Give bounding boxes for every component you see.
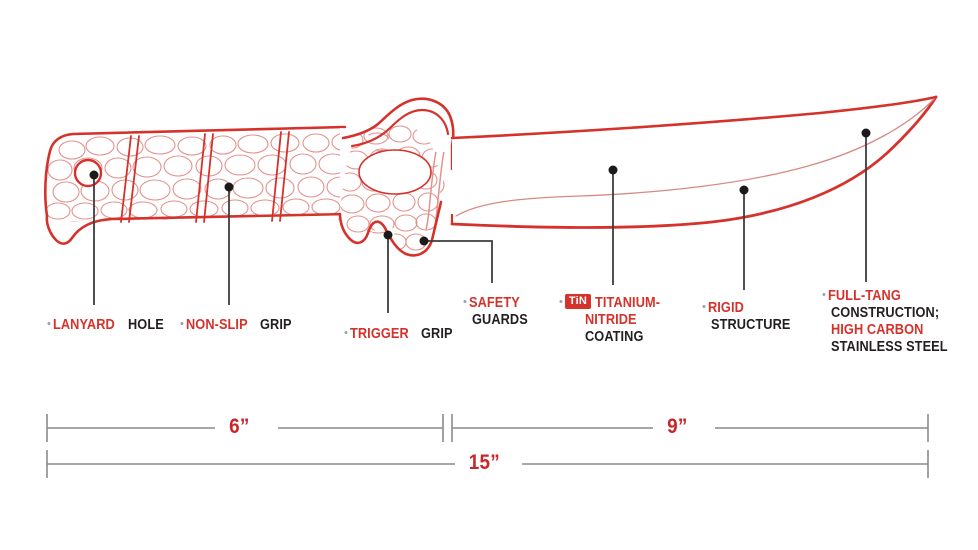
- tin-badge: TiN: [564, 294, 591, 310]
- dimension-lines: [46, 414, 929, 478]
- bullet-icon: •: [344, 327, 348, 339]
- callout-dark-text: CONSTRUCTION;: [831, 305, 940, 321]
- callout-line: •TRIGGER GRIP: [344, 325, 457, 342]
- callout-dark-text: GUARDS: [472, 312, 528, 328]
- callout-dark-text: HOLE: [127, 317, 164, 333]
- bullet-icon: •: [47, 318, 51, 330]
- callout-red-text: FULL-TANG: [827, 288, 901, 304]
- callout-line: •FULL-TANG: [822, 287, 964, 304]
- callout-dark-text: GRIP: [260, 317, 292, 333]
- callout-dark-text: GRIP: [421, 326, 453, 342]
- callout-line: COATING: [559, 328, 669, 345]
- bullet-icon: •: [822, 289, 826, 301]
- callout-line: •RIGID: [702, 299, 801, 316]
- callout-red-text: NON-SLIP: [185, 317, 248, 333]
- knife-blade: [450, 95, 938, 229]
- callout-dark-text: STRUCTURE: [711, 317, 791, 333]
- callout-red-text: HIGH CARBON: [831, 322, 924, 338]
- callout-trigger-grip: •TRIGGER GRIP: [344, 325, 457, 342]
- callout-rigid-structure: •RIGID STRUCTURE: [702, 299, 801, 333]
- callout-line: •LANYARD HOLE: [47, 316, 168, 333]
- thumb-oval: [358, 149, 432, 195]
- leader-lines: [89, 128, 871, 313]
- dimension-handle-label: 6”: [229, 415, 250, 438]
- callout-line: HIGH CARBON: [822, 321, 964, 338]
- callout-line: GUARDS: [463, 311, 535, 328]
- callout-safety-guards: •SAFETY GUARDS: [463, 294, 535, 328]
- callout-line: •SAFETY: [463, 294, 535, 311]
- callout-red-text: LANYARD: [52, 317, 115, 333]
- callout-red-text: SAFETY: [468, 295, 520, 311]
- callout-dark-text: COATING: [585, 329, 644, 345]
- knife-guard: [338, 97, 455, 257]
- bullet-icon: •: [180, 318, 184, 330]
- bullet-icon: •: [463, 296, 467, 308]
- callout-red-text: TRIGGER: [349, 326, 409, 342]
- callout-line: •NON-SLIP GRIP: [180, 316, 296, 333]
- callout-red-text: NITRIDE: [585, 312, 637, 328]
- callout-line: CONSTRUCTION;: [822, 304, 964, 321]
- callout-red-text: RIGID: [707, 300, 744, 316]
- callout-non-slip-grip: •NON-SLIP GRIP: [180, 316, 296, 333]
- callout-dark-text: STAINLESS STEEL: [831, 339, 948, 355]
- knife-handle: [44, 125, 449, 245]
- callout-full-tang-construction: •FULL-TANG CONSTRUCTION; HIGH CARBON STA…: [822, 287, 964, 355]
- callout-line: NITRIDE: [559, 311, 669, 328]
- callout-line: STAINLESS STEEL: [822, 338, 964, 355]
- callout-line: STRUCTURE: [702, 316, 801, 333]
- callout-lanyard-hole: •LANYARD HOLE: [47, 316, 168, 333]
- bullet-icon: •: [559, 296, 563, 308]
- dimension-total-label: 15”: [468, 451, 501, 474]
- callout-red-text: TITANIUM-: [594, 295, 661, 311]
- bullet-icon: •: [702, 301, 706, 313]
- dimension-blade-label: 9”: [667, 415, 688, 438]
